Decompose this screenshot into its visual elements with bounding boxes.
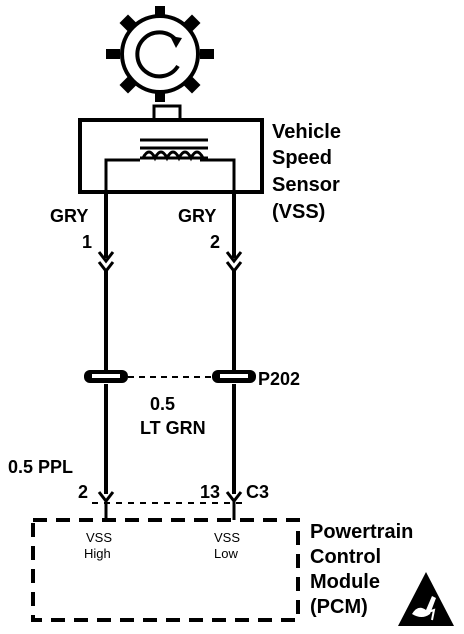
pcm-pin-high-number: 2 [78,482,88,502]
right-wire-color: GRY [178,206,216,226]
splice-connector [84,370,256,383]
esd-warning-icon [398,572,454,626]
splice-wire-gauge: 0.5 [150,394,175,414]
sensor-name-line-4: (VSS) [272,201,325,223]
pcm-connector-label: C3 [246,482,269,502]
pcm-name-line-1: Powertrain [310,521,413,543]
pcm-pin-low-label-line-1: VSS [214,530,240,545]
pcm-pin-high-label-line-2: High [84,546,111,561]
right-wire-pin: 2 [210,232,220,252]
sensor-name-line-3: Sensor [272,174,340,196]
pcm-pin-low-number: 13 [200,482,220,502]
pcm-pin-high-label-line-1: VSS [86,530,112,545]
vss-sensor-body [78,104,264,194]
wire-left [97,192,115,494]
gear-icon [106,6,214,102]
sensor-name-line-2: Speed [272,147,332,169]
wire-right [225,192,243,494]
pcm-box [31,518,300,622]
left-wire-color: GRY [50,206,88,226]
pcm-name-line-4: (PCM) [310,596,368,618]
splice-connector-label: P202 [258,369,300,389]
pcm-name-line-2: Control [310,546,381,568]
pcm-name-line-3: Module [310,571,380,593]
pcm-terminals [92,491,248,520]
left-wire-pin: 1 [82,232,92,252]
pcm-left-wire-label: 0.5 PPL [8,457,73,477]
sensor-name-line-1: Vehicle [272,121,341,143]
splice-wire-color: LT GRN [140,418,206,438]
pcm-pin-low-label-line-2: Low [214,546,238,561]
